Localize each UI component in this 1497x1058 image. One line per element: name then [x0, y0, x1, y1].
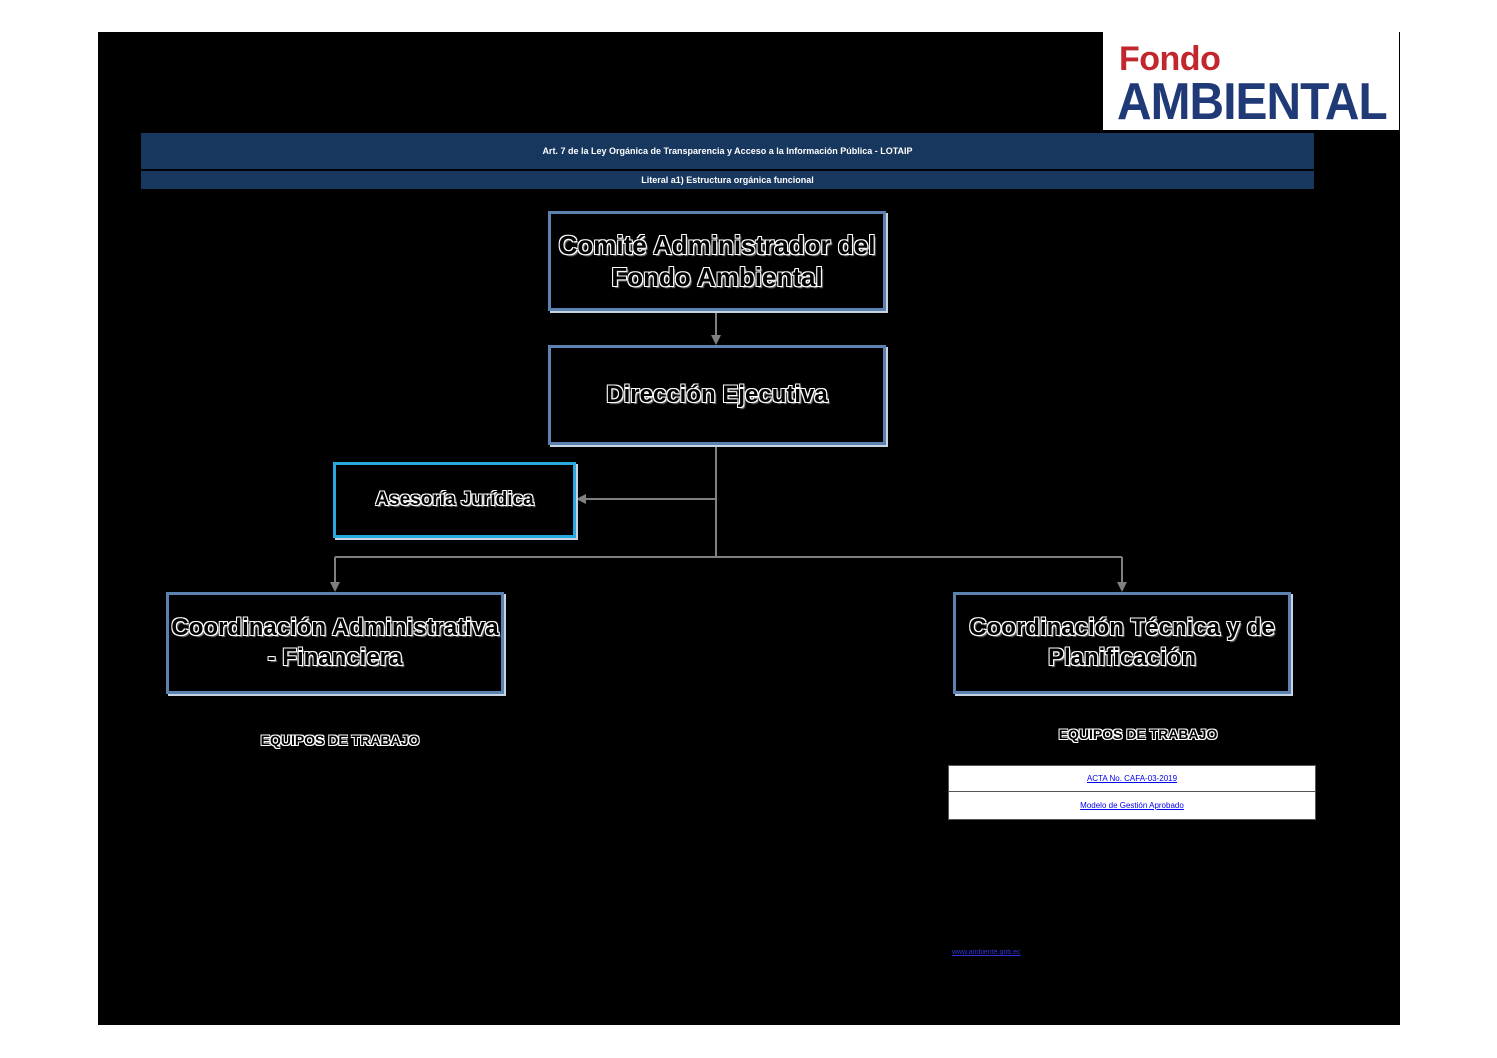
equipos-label-right: EQUIPOS DE TRABAJO — [1058, 726, 1218, 742]
fondo-ambiental-logo: Fondo AMBIENTAL — [1103, 32, 1399, 130]
org-label-direccion: Dirección Ejecutiva — [606, 381, 828, 408]
diagram-canvas — [98, 32, 1400, 1025]
equipos-label-left: EQUIPOS DE TRABAJO — [260, 732, 420, 748]
header-subtitle: Literal a1) Estructura orgánica funciona… — [141, 171, 1314, 189]
documents-table: ACTA No. CAFA-03-2019 Modelo de Gestión … — [948, 765, 1316, 820]
footer-link[interactable]: www.ambiente.gob.ec — [952, 949, 1021, 956]
document-link-acta[interactable]: ACTA No. CAFA-03-2019 — [949, 766, 1315, 792]
document-link-modelo[interactable]: Modelo de Gestión Aprobado — [1080, 801, 1184, 810]
org-box-direccion: Dirección Ejecutiva — [548, 345, 886, 445]
org-box-comite: Comité Administrador del Fondo Ambiental — [548, 211, 886, 311]
org-box-tecnica: Coordinación Técnica y de Planificación — [953, 592, 1291, 694]
org-label-admin: Coordinación Administrativa - Financiera — [171, 614, 499, 671]
org-box-admin: Coordinación Administrativa - Financiera — [166, 592, 504, 694]
org-box-asesoria: Asesoría Jurídica — [333, 462, 576, 538]
logo-line-2: AMBIENTAL — [1117, 73, 1388, 131]
logo-line-1: Fondo — [1119, 40, 1221, 78]
header-title: Art. 7 de la Ley Orgánica de Transparenc… — [141, 133, 1314, 169]
org-label-asesoria: Asesoría Jurídica — [375, 489, 534, 510]
org-label-comite: Comité Administrador del Fondo Ambiental — [558, 230, 876, 292]
org-label-tecnica: Coordinación Técnica y de Planificación — [969, 614, 1275, 671]
